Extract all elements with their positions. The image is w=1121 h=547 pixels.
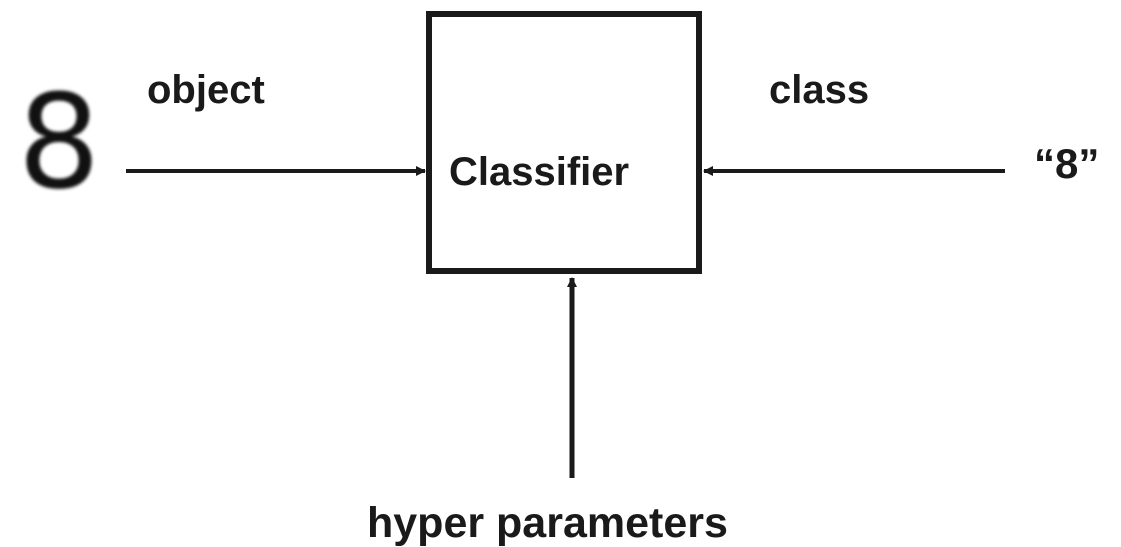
classifier-box bbox=[426, 11, 702, 274]
hyper-parameters-label: hyper parameters bbox=[367, 499, 728, 547]
classifier-label: Classifier bbox=[449, 150, 630, 194]
object-label: object bbox=[147, 68, 265, 112]
class-label: class bbox=[769, 68, 870, 112]
class-value-label: “8” bbox=[1034, 140, 1100, 187]
digit-image-sample: 8 bbox=[17, 66, 101, 218]
